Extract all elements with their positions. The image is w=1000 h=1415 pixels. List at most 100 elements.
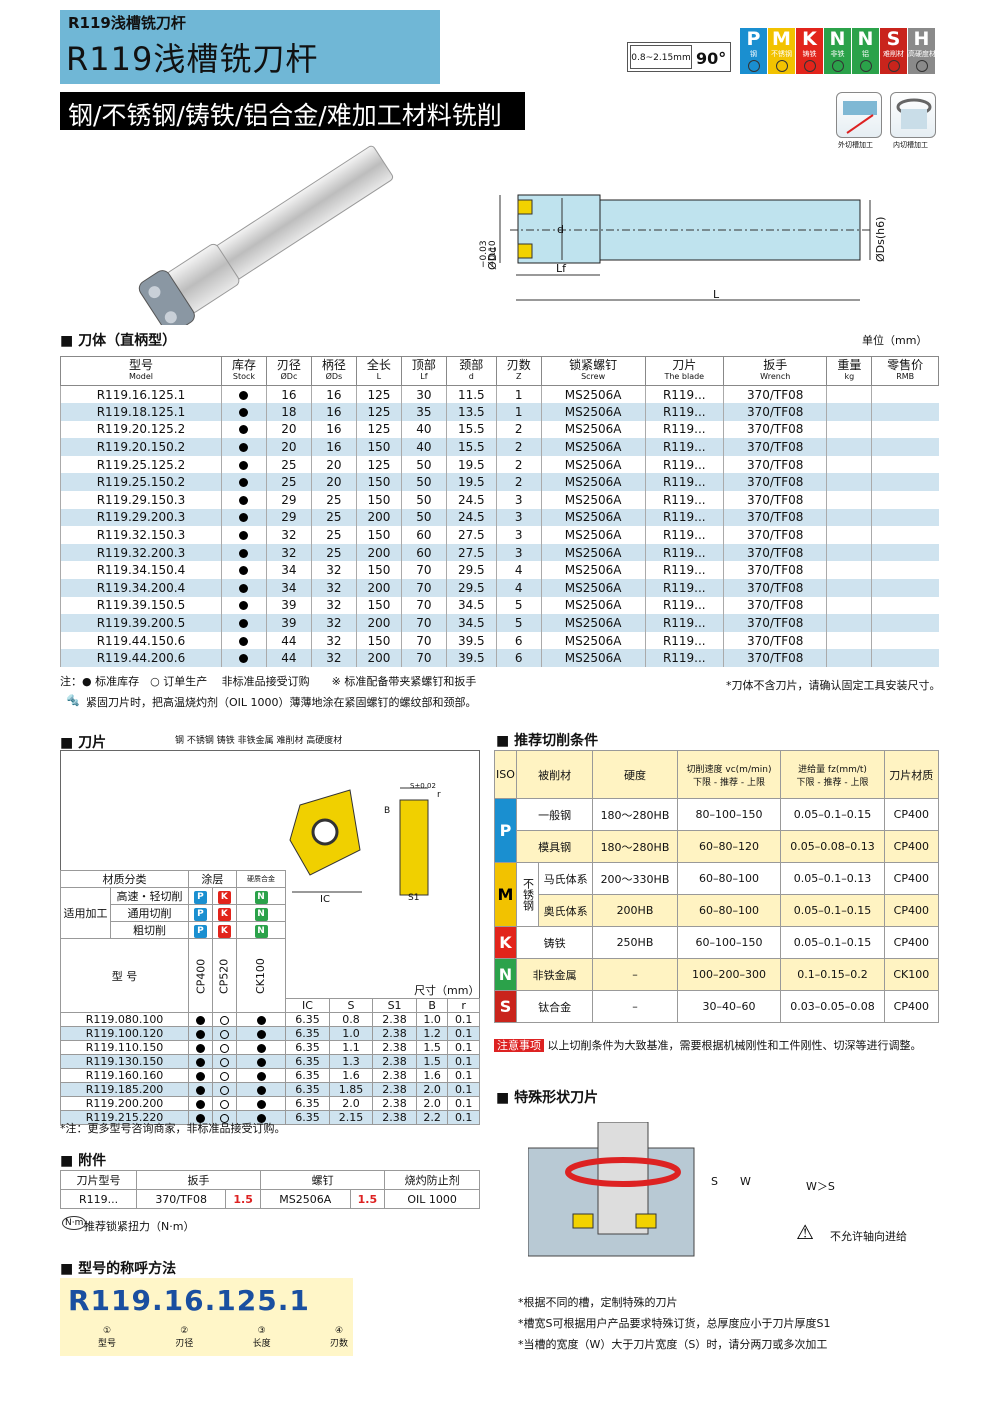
cond-cell: CP400 (883, 990, 940, 1023)
table-cell: 34.5 (445, 596, 497, 615)
price-cell (871, 543, 939, 562)
grade-cir (219, 1043, 229, 1053)
weight-cell (826, 596, 872, 615)
dim-cell: 6.35 (285, 1040, 330, 1055)
price-cell (871, 526, 939, 544)
table-cell: 27.5 (445, 526, 497, 544)
acc-cell: OIL 1000 (384, 1189, 480, 1209)
stock-dot (239, 407, 249, 417)
fig-b: B (384, 806, 391, 816)
acc-cell: MS2506A (259, 1189, 351, 1209)
cond-cell: 30–40–60 (676, 990, 782, 1023)
col-header-en: ØDc (280, 372, 298, 381)
cond-cell: CP400 (883, 894, 940, 927)
dim-cell: 2.38 (372, 1068, 417, 1083)
blade-model: R119.110.150 (60, 1040, 189, 1055)
special-notes: *根据不同的槽，定制特殊的刀片 *槽宽S可根据用户产品要求特殊订货，总厚度应小于… (518, 1292, 830, 1355)
special-note: *槽宽S可根据用户产品要求特殊订货，总厚度应小于刀片厚度S1 (518, 1317, 831, 1330)
grade-cell (188, 1040, 213, 1055)
dim-cell: 1.1 (328, 1040, 374, 1055)
grade-dot (256, 1057, 266, 1067)
table-cell: 32 (310, 561, 357, 580)
fig-s1: S1 (408, 893, 420, 903)
dim-cell: 1.2 (415, 1026, 449, 1041)
weight-cell (826, 543, 872, 562)
table-cell: 150 (355, 438, 402, 456)
table-cell: 34 (265, 561, 312, 580)
table-cell: 25 (310, 543, 357, 562)
grade-cir (219, 1071, 229, 1081)
material-letter: H (913, 28, 930, 50)
table-cell: 150 (355, 473, 402, 492)
stock-dot (239, 478, 249, 488)
fig-ic: IC (320, 894, 330, 905)
grade-dot (256, 1085, 266, 1095)
special-blade-diagram (528, 1122, 695, 1257)
special-note: *根据不同的槽，定制特殊的刀片 (518, 1296, 678, 1309)
cond-cell: 0.1–0.15–0.2 (780, 958, 885, 991)
grade-cell (188, 1026, 213, 1041)
cond-cell: 100–200–300 (676, 958, 782, 991)
mat-class-label: 材质分类 (60, 870, 189, 888)
screw-icon: 🔩 (66, 694, 80, 707)
grade-dot (195, 1029, 205, 1039)
table-cell: R119... (644, 561, 724, 580)
table-cell: 370/TF08 (723, 649, 827, 667)
weight-cell (826, 649, 872, 667)
dim-cell: 1.6 (415, 1068, 449, 1083)
grade-dot (195, 1099, 205, 1109)
table-cell: MS2506A (540, 596, 645, 615)
table-cell: 39 (265, 596, 312, 615)
stock-dot (239, 443, 249, 453)
cond-cell: 0.05–0.1–0.15 (780, 926, 885, 959)
dc-label: ØDc (486, 246, 499, 270)
table-cell: MS2506A (540, 385, 645, 404)
grade-dot (256, 1015, 266, 1025)
weight-cell (826, 579, 872, 597)
naming-part: 16 (163, 1284, 205, 1317)
stock-dot (239, 425, 249, 435)
material-indicator (803, 60, 816, 72)
stock-cell (220, 403, 267, 421)
iso-cell: K (494, 926, 517, 959)
table-cell: 29 (265, 491, 312, 509)
table-cell: 32 (310, 579, 357, 597)
cond-cell: 200～330HB (592, 862, 678, 895)
naming-label: 长度 (252, 1339, 271, 1349)
col-header-en: Model (128, 372, 153, 381)
table-cell: MS2506A (540, 579, 645, 597)
table-cell: 370/TF08 (723, 614, 827, 632)
dim-cell: 2.38 (372, 1096, 417, 1111)
col-header-en: Wrench (760, 372, 791, 381)
grade-cell (211, 1068, 237, 1083)
stock-cell (220, 649, 267, 667)
grade-cell (235, 1082, 287, 1097)
special-section-title: 特殊形状刀片 (496, 1087, 598, 1107)
weight-cell (826, 561, 872, 580)
stock-cell (220, 561, 267, 580)
weight-cell (826, 385, 872, 404)
table-cell: MS2506A (540, 649, 645, 667)
col-header-en: d (468, 372, 474, 381)
external-groove-icon (836, 92, 882, 138)
table-cell: R119.29.150.3 (60, 491, 222, 509)
caution-tag: 注意事项 (494, 1039, 544, 1052)
grade-cir (219, 1085, 229, 1095)
table-cell: 70 (400, 649, 447, 667)
table-cell: 370/TF08 (723, 508, 827, 527)
app-1: 高速・轻切削 (110, 887, 189, 905)
blade-model: R119.130.150 (60, 1054, 189, 1069)
table-cell: 29.5 (445, 579, 497, 597)
dim-cell: 2.38 (372, 1012, 417, 1027)
naming-label: 刃径 (175, 1339, 194, 1349)
dim-cell: 2.38 (372, 1054, 417, 1069)
material-letter: S (886, 28, 901, 50)
table-cell: 50 (400, 508, 447, 527)
